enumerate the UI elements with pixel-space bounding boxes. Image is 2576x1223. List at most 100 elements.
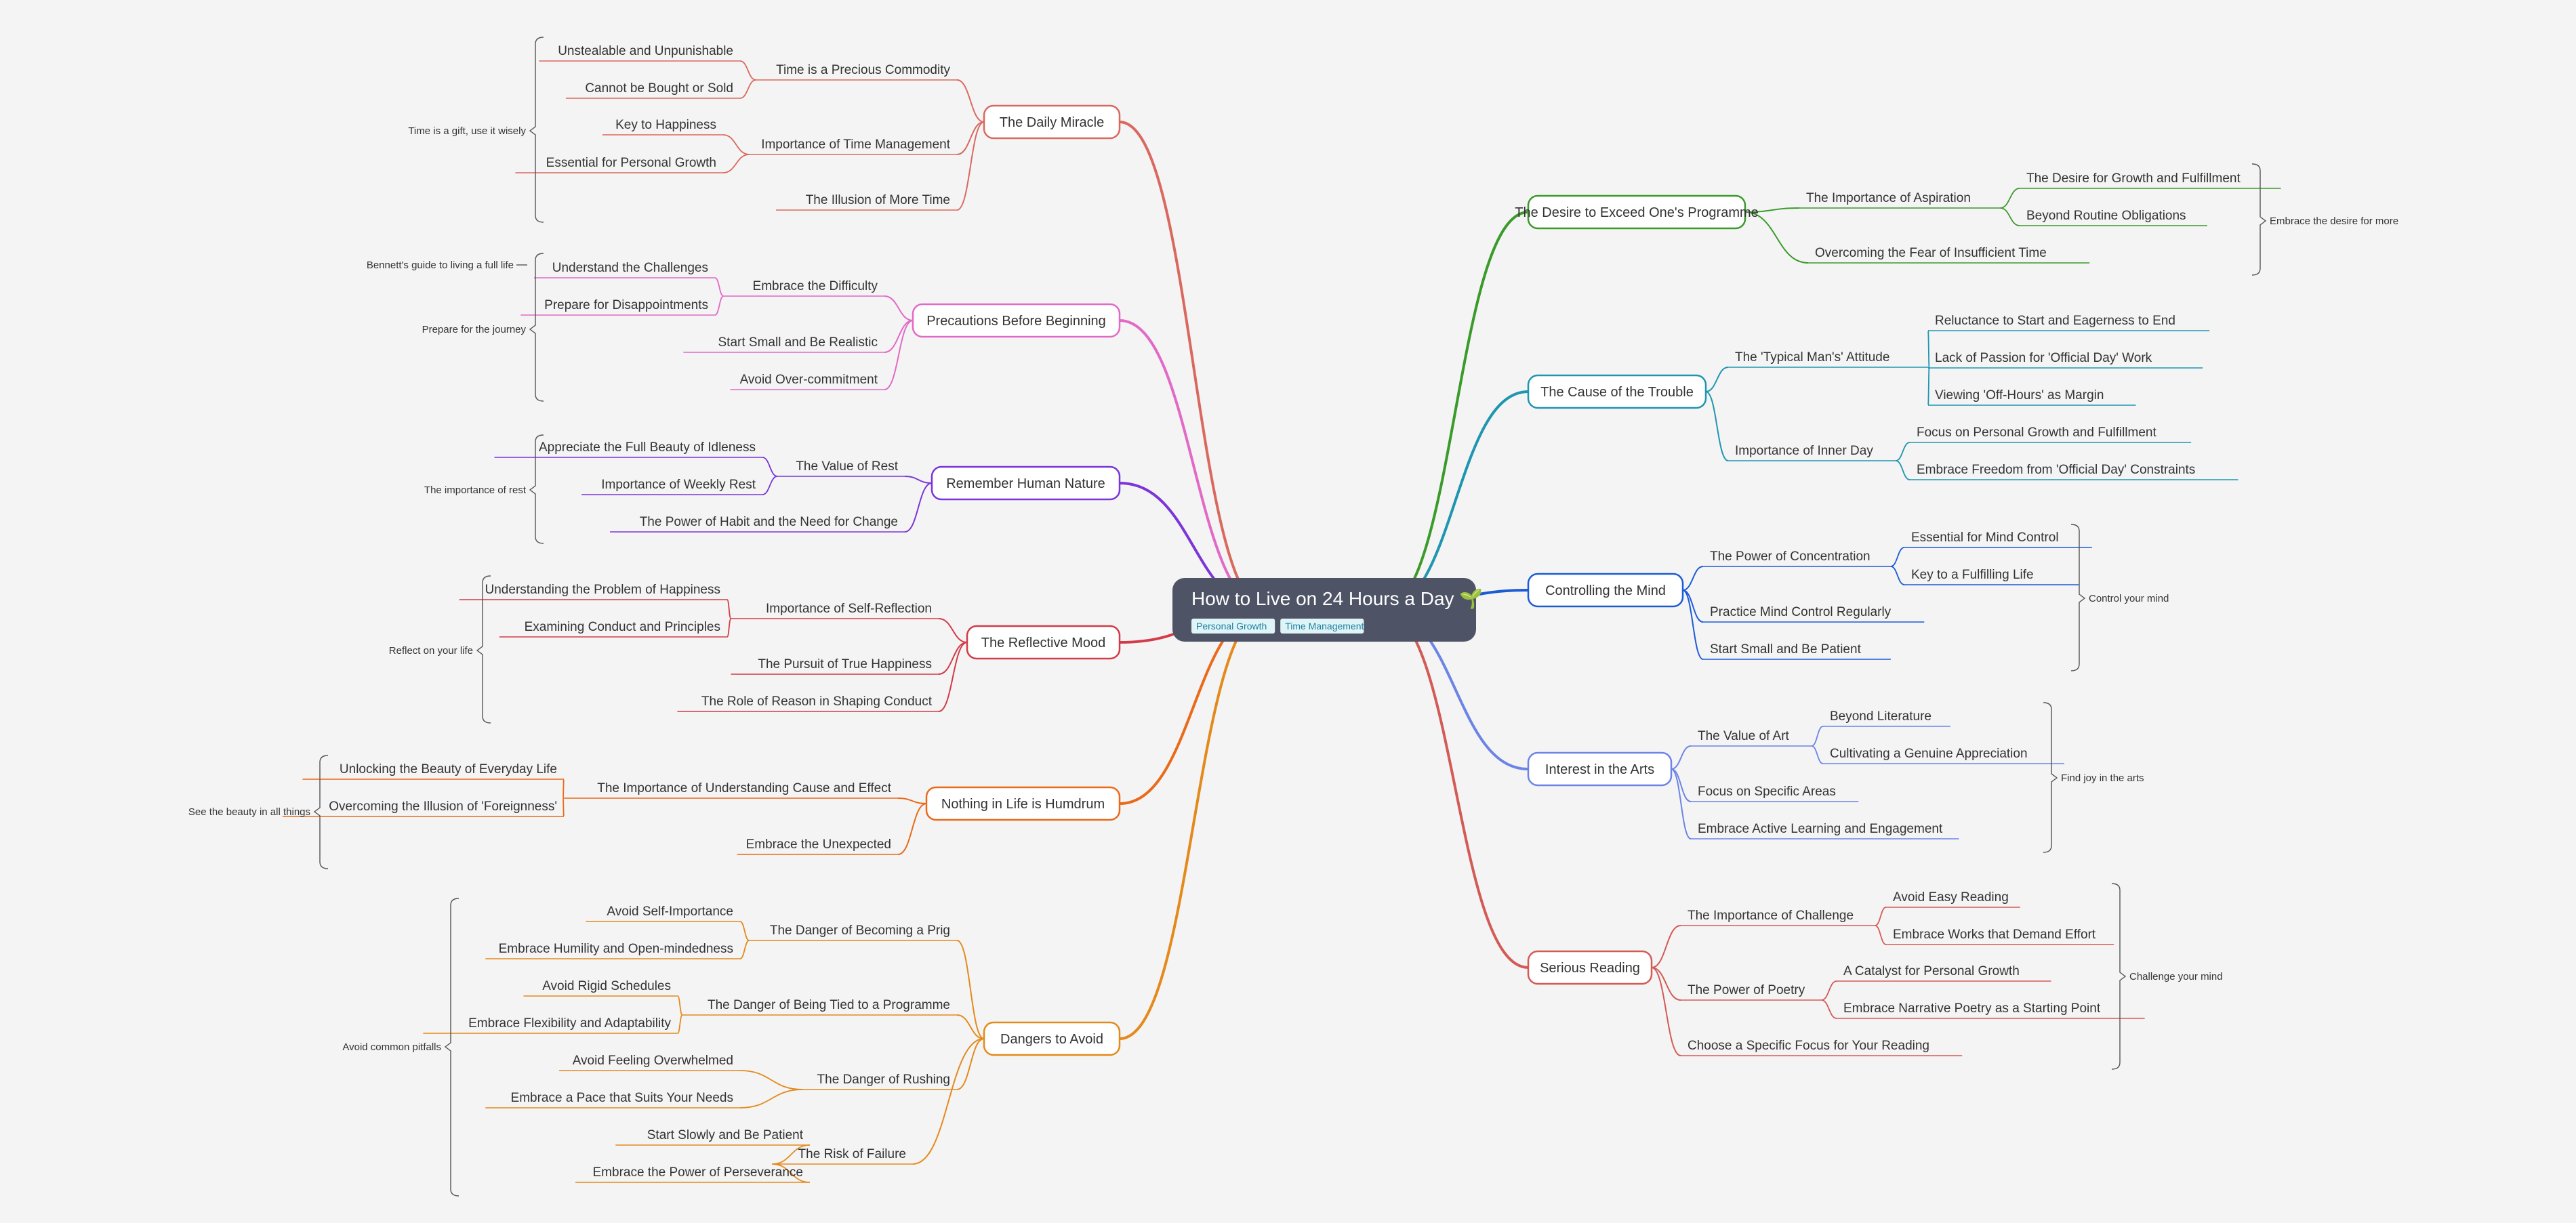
leaf-avoid-self-importance[interactable]: Avoid Self-Importance — [607, 905, 733, 919]
summary-avoid-common-pitfalls[interactable]: Avoid common pitfalls — [342, 1041, 441, 1053]
leaf-appreciate-the-full-beauty-of-idleness[interactable]: Appreciate the Full Beauty of Idleness — [539, 440, 756, 455]
summary-find-joy-in-the-arts[interactable]: Find joy in the arts — [2061, 772, 2144, 784]
leaf-cannot-be-bought-or-sold[interactable]: Cannot be Bought or Sold — [585, 81, 733, 96]
subtopic-start-small-and-be-realistic[interactable]: Start Small and Be Realistic — [718, 335, 878, 350]
leaf-unstealable-and-unpunishable[interactable]: Unstealable and Unpunishable — [558, 44, 733, 58]
leaf-embrace-freedom-from-official-day-constraints[interactable]: Embrace Freedom from 'Official Day' Cons… — [1917, 463, 2195, 477]
leaf-avoid-easy-reading[interactable]: Avoid Easy Reading — [1893, 890, 2009, 905]
main-topic-remember-human-nature[interactable]: Remember Human Nature — [931, 465, 1121, 501]
leaf-key-to-a-fulfilling-life[interactable]: Key to a Fulfilling Life — [1911, 568, 2034, 582]
summary-the-importance-of-rest[interactable]: The importance of rest — [424, 484, 527, 496]
subtopic-the-value-of-art[interactable]: The Value of Art — [1698, 729, 1790, 743]
main-topic-the-cause-of-the-trouble[interactable]: The Cause of the Trouble — [1527, 374, 1707, 409]
link-leaf-cannot-be-bought-or-sold — [739, 79, 756, 99]
subtopic-importance-of-time-management[interactable]: Importance of Time Management — [761, 138, 951, 152]
subtopic-choose-a-specific-focus-for-your-reading[interactable]: Choose a Specific Focus for Your Reading — [1688, 1039, 1929, 1053]
main-topic-the-daily-miracle[interactable]: The Daily Miracle — [983, 104, 1121, 140]
main-topic-dangers-to-avoid[interactable]: Dangers to Avoid — [983, 1021, 1121, 1056]
leaf-avoid-feeling-overwhelmed[interactable]: Avoid Feeling Overwhelmed — [573, 1054, 733, 1068]
leaf-embrace-the-power-of-perseverance[interactable]: Embrace the Power of Perseverance — [593, 1165, 804, 1180]
subtopic-the-danger-of-being-tied-to-a-programme[interactable]: The Danger of Being Tied to a Programme — [708, 998, 950, 1012]
summary-brace — [2043, 702, 2058, 853]
subtopic-importance-of-self-reflection[interactable]: Importance of Self-Reflection — [766, 602, 932, 616]
leaf-the-desire-for-growth-and-fulfillment[interactable]: The Desire for Growth and Fulfillment — [2026, 171, 2241, 186]
leaf-focus-on-personal-growth-and-fulfillment[interactable]: Focus on Personal Growth and Fulfillment — [1917, 426, 2156, 440]
leaf-unlocking-the-beauty-of-everyday-life[interactable]: Unlocking the Beauty of Everyday Life — [340, 762, 557, 776]
subtopic-the-power-of-habit-and-the-need-for-change[interactable]: The Power of Habit and the Need for Chan… — [640, 515, 898, 529]
subtopic-the-power-of-poetry[interactable]: The Power of Poetry — [1688, 983, 1805, 997]
main-topic-the-desire-to-exceed-one-s-programme[interactable]: The Desire to Exceed One's Programme — [1515, 194, 1759, 230]
subtopic-time-is-a-precious-commodity[interactable]: Time is a Precious Commodity — [776, 63, 950, 77]
subtopic-the-danger-of-rushing[interactable]: The Danger of Rushing — [817, 1073, 950, 1087]
subtopic-the-role-of-reason-in-shaping-conduct[interactable]: The Role of Reason in Shaping Conduct — [701, 695, 933, 709]
summary-bennett-s-guide-to-living-a-full-life[interactable]: Bennett's guide to living a full life — [367, 260, 514, 271]
main-topic-label: Interest in the Arts — [1545, 762, 1654, 777]
subtopic-focus-on-specific-areas[interactable]: Focus on Specific Areas — [1698, 785, 1836, 799]
summary-prepare-for-the-journey[interactable]: Prepare for the journey — [422, 324, 527, 335]
subtopic-embrace-active-learning-and-engagement[interactable]: Embrace Active Learning and Engagement — [1698, 822, 1943, 836]
subtopic-the-importance-of-aspiration[interactable]: The Importance of Aspiration — [1806, 191, 1971, 205]
leaf-reluctance-to-start-and-eagerness-to-end[interactable]: Reluctance to Start and Eagerness to End — [1935, 314, 2175, 328]
summary-embrace-the-desire-for-more[interactable]: Embrace the desire for more — [2270, 215, 2398, 227]
leaf-key-to-happiness[interactable]: Key to Happiness — [615, 118, 716, 132]
leaf-start-slowly-and-be-patient[interactable]: Start Slowly and Be Patient — [647, 1128, 804, 1142]
leaf-beyond-routine-obligations[interactable]: Beyond Routine Obligations — [2026, 209, 2186, 223]
main-topic-precautions-before-beginning[interactable]: Precautions Before Beginning — [912, 303, 1121, 338]
leaf-embrace-narrative-poetry-as-a-starting-point[interactable]: Embrace Narrative Poetry as a Starting P… — [1843, 1001, 2101, 1016]
subtopic-the-pursuit-of-true-happiness[interactable]: The Pursuit of True Happiness — [758, 657, 932, 671]
leaf-embrace-a-pace-that-suits-your-needs[interactable]: Embrace a Pace that Suits Your Needs — [511, 1091, 733, 1105]
leaf-beyond-literature[interactable]: Beyond Literature — [1830, 709, 1931, 724]
subtopic-practice-mind-control-regularly[interactable]: Practice Mind Control Regularly — [1710, 605, 1892, 619]
subtopic-avoid-over-commitment[interactable]: Avoid Over-commitment — [740, 373, 878, 387]
subtopic-the-importance-of-understanding-cause-and-effect[interactable]: The Importance of Understanding Cause an… — [597, 781, 891, 795]
subtopic-the-importance-of-challenge[interactable]: The Importance of Challenge — [1688, 909, 1854, 923]
leaf-lack-of-passion-for-official-day-work[interactable]: Lack of Passion for 'Official Day' Work — [1935, 351, 2152, 365]
leaf-avoid-rigid-schedules[interactable]: Avoid Rigid Schedules — [542, 979, 671, 993]
summary-time-is-a-gift-use-it-wisely[interactable]: Time is a gift, use it wisely — [408, 125, 526, 137]
subtopic-the-value-of-rest[interactable]: The Value of Rest — [796, 459, 898, 474]
subtopic-embrace-the-difficulty[interactable]: Embrace the Difficulty — [753, 279, 878, 293]
subtopic-overcoming-the-fear-of-insufficient-time[interactable]: Overcoming the Fear of Insufficient Time — [1815, 246, 2047, 260]
summary-brace — [2070, 524, 2086, 671]
link-leaf-unlocking-the-beauty-of-everyday-life — [562, 779, 565, 799]
leaf-importance-of-weekly-rest[interactable]: Importance of Weekly Rest — [601, 478, 756, 492]
main-topic-the-reflective-mood[interactable]: The Reflective Mood — [966, 625, 1121, 660]
link-sub-the-pursuit-of-true-happiness — [938, 642, 968, 675]
summary-see-the-beauty-in-all-things[interactable]: See the beauty in all things — [188, 806, 310, 818]
summary-control-your-mind[interactable]: Control your mind — [2089, 593, 2169, 604]
leaf-understanding-the-problem-of-happiness[interactable]: Understanding the Problem of Happiness — [485, 583, 720, 597]
leaf-embrace-flexibility-and-adaptability[interactable]: Embrace Flexibility and Adaptability — [468, 1016, 671, 1031]
subtopic-the-danger-of-becoming-a-prig[interactable]: The Danger of Becoming a Prig — [770, 924, 950, 938]
leaf-cultivating-a-genuine-appreciation[interactable]: Cultivating a Genuine Appreciation — [1830, 747, 2028, 761]
main-topic-nothing-in-life-is-humdrum[interactable]: Nothing in Life is Humdrum — [925, 786, 1121, 821]
leaf-examining-conduct-and-principles[interactable]: Examining Conduct and Principles — [525, 620, 720, 634]
subtopic-start-small-and-be-patient[interactable]: Start Small and Be Patient — [1710, 642, 1862, 657]
subtopic-the-power-of-concentration[interactable]: The Power of Concentration — [1710, 550, 1870, 564]
main-topic-serious-reading[interactable]: Serious Reading — [1527, 950, 1653, 985]
leaf-essential-for-personal-growth[interactable]: Essential for Personal Growth — [546, 156, 716, 170]
leaf-a-catalyst-for-personal-growth[interactable]: A Catalyst for Personal Growth — [1843, 964, 2020, 978]
main-topic-controlling-the-mind[interactable]: Controlling the Mind — [1527, 573, 1684, 608]
link-sub-the-danger-of-becoming-a-prig — [956, 940, 985, 1039]
summary-challenge-your-mind[interactable]: Challenge your mind — [2129, 971, 2223, 982]
root-topic[interactable]: How to Live on 24 Hours a Day 🌱Personal … — [1172, 578, 1483, 642]
subtopic-the-typical-man-s-attitude[interactable]: The 'Typical Man's' Attitude — [1735, 350, 1889, 365]
main-topic-box — [925, 786, 1121, 821]
subtopic-the-risk-of-failure[interactable]: The Risk of Failure — [798, 1147, 906, 1161]
subtopic-importance-of-inner-day[interactable]: Importance of Inner Day — [1735, 444, 1873, 458]
main-topic-interest-in-the-arts[interactable]: Interest in the Arts — [1527, 751, 1673, 787]
leaf-overcoming-the-illusion-of-foreignness[interactable]: Overcoming the Illusion of 'Foreignness' — [329, 800, 557, 814]
subtopic-embrace-the-unexpected[interactable]: Embrace the Unexpected — [746, 837, 891, 852]
leaf-understand-the-challenges[interactable]: Understand the Challenges — [552, 261, 708, 275]
subtopic-the-illusion-of-more-time[interactable]: The Illusion of More Time — [806, 193, 950, 207]
link-leaf-essential-for-mind-control — [1890, 547, 1905, 567]
leaf-prepare-for-disappointments[interactable]: Prepare for Disappointments — [544, 298, 708, 312]
link-leaf-key-to-a-fulfilling-life — [1890, 566, 1905, 585]
main-topic-label: Serious Reading — [1540, 961, 1640, 976]
summary-reflect-on-your-life[interactable]: Reflect on your life — [389, 645, 473, 657]
leaf-viewing-off-hours-as-margin[interactable]: Viewing 'Off-Hours' as Margin — [1935, 388, 2104, 402]
link-sub-the-power-of-habit-and-the-need-for-change — [904, 482, 933, 533]
leaf-embrace-humility-and-open-mindedness[interactable]: Embrace Humility and Open-mindedness — [499, 942, 733, 956]
leaf-essential-for-mind-control[interactable]: Essential for Mind Control — [1911, 531, 2059, 545]
leaf-embrace-works-that-demand-effort[interactable]: Embrace Works that Demand Effort — [1893, 928, 2096, 942]
